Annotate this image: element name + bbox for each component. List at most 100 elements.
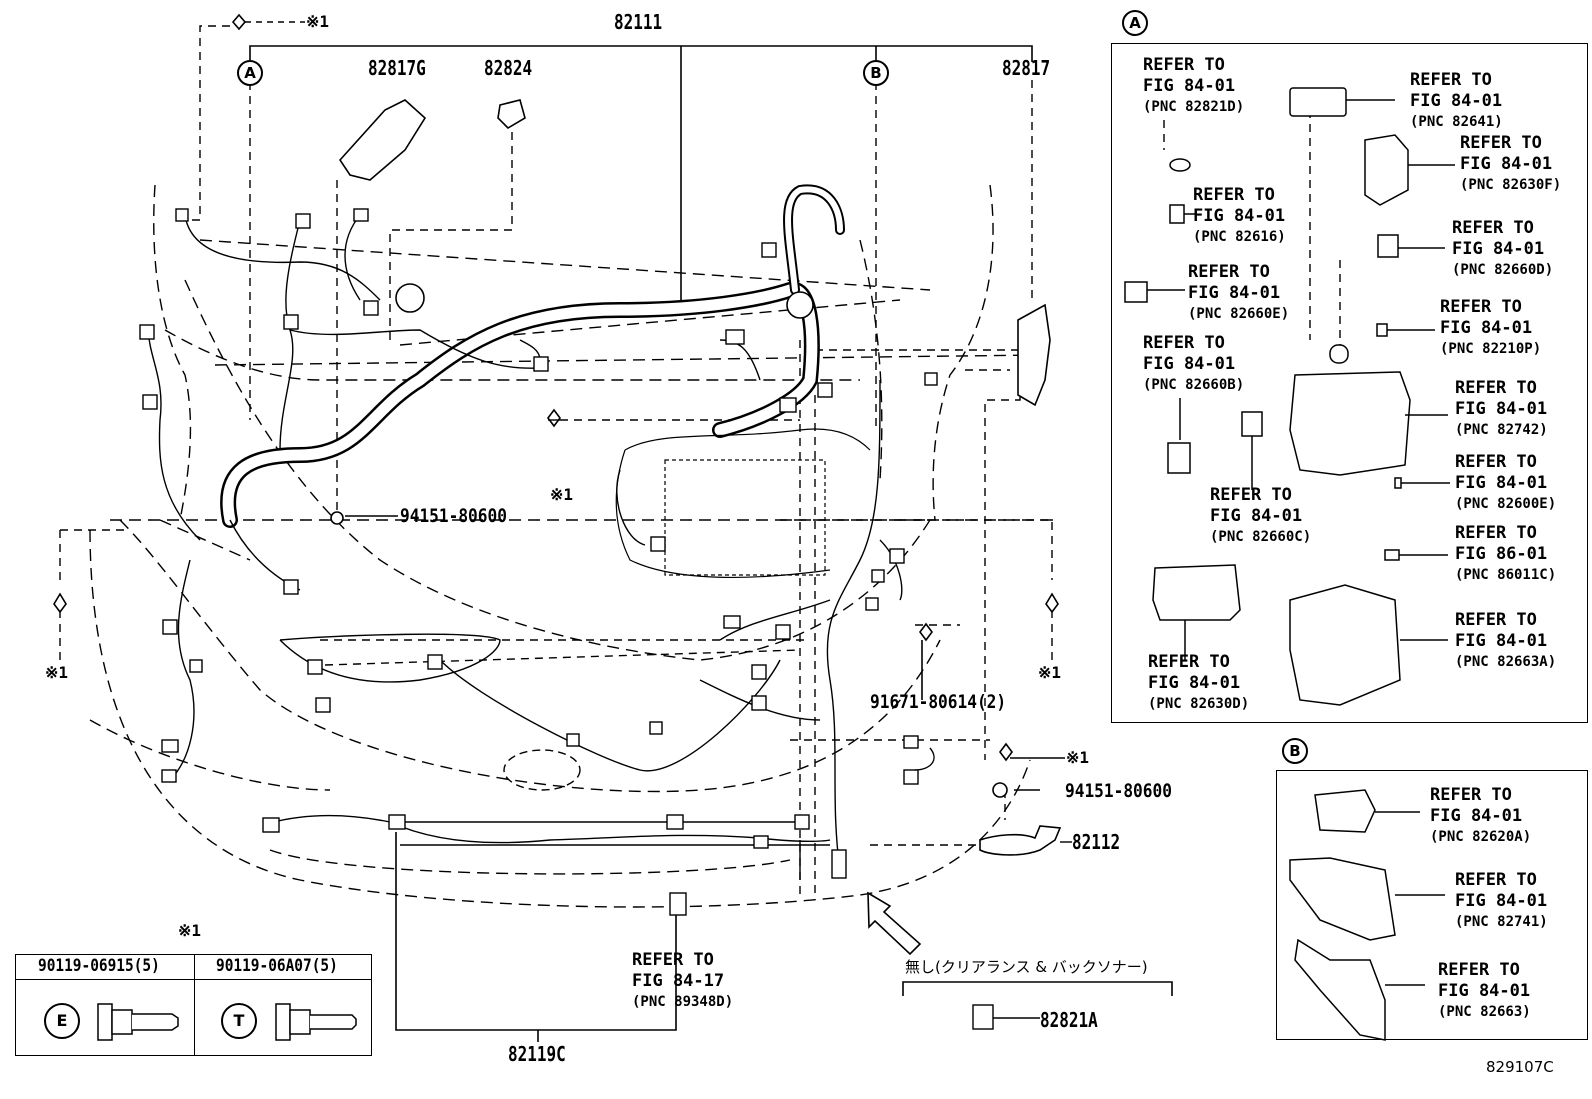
refer-82663[interactable]: REFER TO FIG 84-01 (PNC 82663) [1438, 960, 1531, 1023]
refer-l2: FIG 84-01 [1455, 399, 1548, 419]
callout-b-panel: B [1282, 738, 1308, 764]
refer-pnc: (PNC 82660E) [1188, 306, 1290, 322]
refer-l2: FIG 84-01 [1438, 981, 1531, 1001]
callout-a-main[interactable]: A [237, 60, 263, 86]
label-91671[interactable]: 91671-80614(2) [870, 691, 1007, 713]
label-82824[interactable]: 82824 [484, 56, 533, 80]
refer-pnc: (PNC 82616) [1193, 229, 1286, 245]
ref-mark-center: ※1 [550, 485, 574, 504]
refer-pnc: (PNC 82742) [1455, 422, 1548, 438]
bracket-no-option [902, 981, 1173, 996]
refer-l1: REFER TO [1410, 70, 1492, 90]
refer-pnc: (PNC 82620A) [1430, 829, 1532, 845]
refer-l2: FIG 84-01 [1455, 473, 1548, 493]
refer-l2: FIG 84-01 [1210, 506, 1303, 526]
refer-82660c[interactable]: REFER TO FIG 84-01 (PNC 82660C) [1210, 485, 1311, 548]
main-harness [220, 184, 845, 528]
refer-l1: REFER TO [1430, 785, 1512, 805]
refer-l2: FIG 84-01 [1452, 239, 1545, 259]
panel-a [1111, 43, 1588, 723]
label-94151-lower[interactable]: 94151-80600 [1065, 780, 1172, 802]
bolt-right-part[interactable]: 90119-06A07(5) [216, 956, 338, 976]
label-94151-upper[interactable]: 94151-80600 [400, 505, 507, 527]
solid-leaders [245, 21, 1072, 1019]
label-82817[interactable]: 82817 [1002, 56, 1051, 80]
label-82111[interactable]: 82111 [614, 10, 663, 34]
refer-pnc: (PNC 86011C) [1455, 567, 1557, 583]
refer-pnc: (PNC 82210P) [1440, 341, 1542, 357]
refer-pnc: (PNC 89348D) [632, 994, 734, 1010]
refer-l1: REFER TO [1455, 870, 1537, 890]
label-82821a[interactable]: 82821A [1040, 1008, 1098, 1032]
label-82119c[interactable]: 82119C [508, 1042, 566, 1066]
refer-l1: REFER TO [1460, 133, 1542, 153]
bolt-table-header [16, 955, 371, 980]
refer-l1: REFER TO [1455, 378, 1537, 398]
connectors [139, 208, 994, 1030]
bolt-t-mark-icon: T [221, 1003, 257, 1039]
refer-pnc: (PNC 82600E) [1455, 496, 1557, 512]
refer-pnc: (PNC 82663) [1438, 1004, 1531, 1020]
refer-82600e[interactable]: REFER TO FIG 84-01 (PNC 82600E) [1455, 452, 1556, 515]
refer-l1: REFER TO [1438, 960, 1520, 980]
bolt-table: 90119-06915(5) 90119-06A07(5) E T [15, 954, 372, 1056]
no-option-note: 無し(クリアランス & バックソナー) [905, 958, 1148, 976]
refer-l1: REFER TO [1210, 485, 1292, 505]
ref-mark-bolt-table: ※1 [178, 921, 202, 940]
refer-82616[interactable]: REFER TO FIG 84-01 (PNC 82616) [1193, 185, 1286, 248]
refer-82742[interactable]: REFER TO FIG 84-01 (PNC 82742) [1455, 378, 1548, 441]
refer-82660b[interactable]: REFER TO FIG 84-01 (PNC 82660B) [1143, 333, 1244, 396]
refer-l2: FIG 84-01 [1440, 318, 1533, 338]
refer-82660d[interactable]: REFER TO FIG 84-01 (PNC 82660D) [1452, 218, 1553, 281]
panel-b-components [1289, 789, 1445, 1041]
refer-l2: FIG 86-01 [1455, 544, 1548, 564]
refer-pnc: (PNC 82630D) [1148, 696, 1250, 712]
engine-block [615, 428, 871, 579]
refer-82821d[interactable]: REFER TO FIG 84-01 (PNC 82821D) [1143, 55, 1244, 118]
bolt-left-part[interactable]: 90119-06915(5) [38, 956, 160, 976]
refer-l1: REFER TO [1440, 297, 1522, 317]
bolt-e-side-icon [97, 1003, 179, 1041]
bolt-t-side-icon [275, 1003, 357, 1041]
refer-l1: REFER TO [1143, 333, 1225, 353]
callout-b-main[interactable]: B [863, 60, 889, 86]
refer-pnc: (PNC 82821D) [1143, 99, 1245, 115]
refer-89348d[interactable]: REFER TO FIG 84-17 (PNC 89348D) [632, 950, 733, 1013]
refer-82741[interactable]: REFER TO FIG 84-01 (PNC 82741) [1455, 870, 1548, 933]
refer-pnc: (PNC 82660C) [1210, 529, 1312, 545]
refer-l1: REFER TO [1455, 610, 1537, 630]
callout-a-panel: A [1122, 10, 1148, 36]
direction-arrow [867, 891, 922, 956]
refer-82630d[interactable]: REFER TO FIG 84-01 (PNC 82630D) [1148, 652, 1249, 715]
refer-l1: REFER TO [1452, 218, 1534, 238]
refer-l1: REFER TO [1188, 262, 1270, 282]
brackets [53, 13, 1062, 856]
refer-pnc: (PNC 82663A) [1455, 654, 1557, 670]
refer-82620a[interactable]: REFER TO FIG 84-01 (PNC 82620A) [1430, 785, 1531, 848]
bolt-table-divider [194, 955, 195, 1055]
refer-line2: FIG 84-17 [632, 971, 725, 991]
ref-mark-lower-right: ※1 [1066, 748, 1090, 767]
refer-pnc: (PNC 82741) [1455, 914, 1548, 930]
ref-mark-left: ※1 [45, 663, 69, 682]
refer-l2: FIG 84-01 [1460, 154, 1553, 174]
refer-pnc: (PNC 82660B) [1143, 377, 1245, 393]
panel-a-components [1124, 87, 1455, 706]
figure-code: 829107C [1486, 1058, 1554, 1076]
refer-l1: REFER TO [1455, 523, 1537, 543]
refer-82210p[interactable]: REFER TO FIG 84-01 (PNC 82210P) [1440, 297, 1541, 360]
refer-l2: FIG 84-01 [1410, 91, 1503, 111]
bracket-82119c [395, 832, 677, 1031]
refer-86011c[interactable]: REFER TO FIG 86-01 (PNC 86011C) [1455, 523, 1556, 586]
refer-82630f[interactable]: REFER TO FIG 84-01 (PNC 82630F) [1460, 133, 1561, 196]
label-82817g[interactable]: 82817G [368, 56, 426, 80]
refer-82641[interactable]: REFER TO FIG 84-01 (PNC 82641) [1410, 70, 1503, 133]
refer-l2: FIG 84-01 [1193, 206, 1286, 226]
refer-82663a[interactable]: REFER TO FIG 84-01 (PNC 82663A) [1455, 610, 1556, 673]
intake-ellipse [503, 749, 581, 791]
refer-line1: REFER TO [632, 950, 714, 970]
refer-82660e[interactable]: REFER TO FIG 84-01 (PNC 82660E) [1188, 262, 1289, 325]
label-82112[interactable]: 82112 [1072, 830, 1121, 854]
